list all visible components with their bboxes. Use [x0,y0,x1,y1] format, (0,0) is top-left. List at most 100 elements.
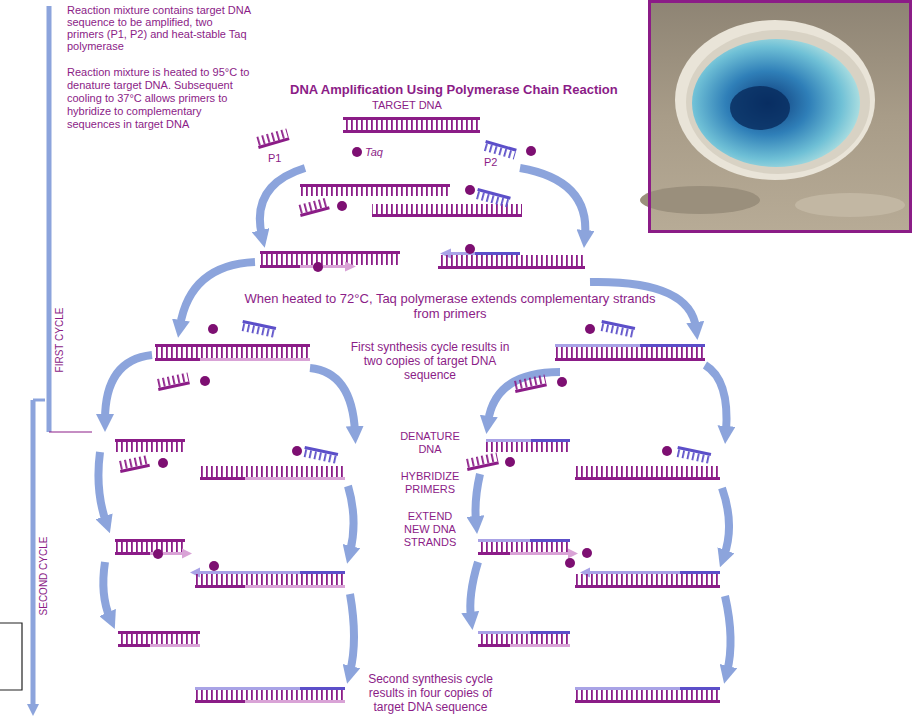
second-cycle-denatured-part [505,457,515,467]
first-cycle-copies-part [200,358,310,361]
first-cycle-copies-part [585,324,595,334]
second-cycle-copies-part [118,644,150,647]
second-cycle-extension-part [575,585,720,588]
second-cycle-extension-part [115,542,185,552]
flow-arrows-part [520,168,585,236]
second-cycle-denatured-part [115,442,185,452]
first-cycle-copies [155,320,705,393]
second-cycle-copies-part [195,700,245,703]
denatured-dna-part [465,185,475,195]
second-cycle-extension-part [680,571,720,574]
cycle-arrows-part [0,623,22,690]
step-note: Reaction mixture is heated to 95°C to de… [67,66,252,131]
denatured-dna-part [372,214,522,217]
second-cycle-copies-part [510,644,570,647]
second-cycle-copies-part [530,631,570,634]
second-cycle-extension-part [478,542,570,552]
flow-arrows [98,168,730,672]
second-cycle-denatured-part [115,439,185,442]
second-cycle-copies-part [195,690,345,700]
primer-label: P2 [484,156,508,169]
second-cycle-denatured-part [200,477,245,480]
extension-step-part [465,244,475,254]
second-cycle-denatured-part [158,458,168,468]
second-cycle-extension-part [195,574,345,585]
first-cycle-copies-part-part [241,323,276,338]
second-cycle-extension-part [200,571,300,574]
denatured-dna-part [475,188,511,207]
second-cycle-denatured-part [200,466,345,477]
second-cycle-copies-part [118,634,200,644]
denatured-dna-part [300,187,450,196]
result-note: First synthesis cycle results in two cop… [340,340,520,382]
second-cycle-extension-part [582,548,592,558]
second-cycle-extension-part [115,539,185,542]
denatured-dna-part [337,201,347,211]
first-cycle-copies-part-part [513,375,546,390]
second-cycle-denatured-part [245,477,345,480]
flow-arrows-part [470,562,478,618]
second-cycle-extension-part [510,552,568,555]
extension-step-part [313,262,323,272]
flow-arrows-part [98,452,106,522]
extension-step-part [260,251,400,254]
second-cycle-extension-part [530,539,570,542]
flow-arrows-part [722,488,729,556]
target-dna-part [343,130,480,133]
first-cycle-copies-part [640,344,705,347]
second-cycle-denatured-part-part [303,449,338,464]
second-cycle-denatured-part [575,477,720,480]
second-cycle-copies-part [300,687,345,690]
flow-arrows-part [103,562,110,618]
extension-step-part [475,252,520,255]
target-dna-part-part [256,129,289,146]
second-cycle-extension-part [182,549,192,559]
second-cycle-denatured-part [303,446,339,464]
second-cycle-extension-part [575,574,720,585]
denatured-dna [298,184,522,217]
second-cycle-copies-part [195,687,300,690]
second-cycle-denatured-part [118,455,150,473]
second-cycle-extension-part [153,549,163,559]
second-cycle-denatured-part [486,442,570,452]
first-cycle-copies-part [155,358,200,361]
second-cycle-copies-part [575,700,720,703]
diagram-title: DNA Amplification Using Polymerase Chain… [290,82,646,98]
hot-spring-photo-part [650,2,911,232]
second-cycle-denatured-part-part [465,453,498,468]
second-cycle-extension-part [568,549,578,559]
denatured-dna-part [372,204,522,214]
target-dna-part [526,146,536,156]
hot-spring-photo-part [795,193,905,217]
first-cycle-copies-part [156,373,190,391]
cycle-arrows-part [47,6,52,432]
first-cycle-copies-part [557,377,567,387]
second-cycle-copies-part [478,644,510,647]
second-cycle-extension-part [478,552,510,555]
second-cycle-denatured-part [662,446,672,456]
cycle-label: SECOND CYCLE [38,537,50,616]
flow-arrows-part [476,474,481,522]
hot-spring-photo [640,2,911,232]
extension-step-part [260,254,400,265]
flow-arrows-part [260,168,305,236]
flow-arrows-part [348,486,354,552]
hot-spring-photo-part [686,30,870,174]
second-cycle-copies-part [478,631,530,634]
extension-step-part [260,265,300,268]
denatured-dna-part [298,198,330,217]
second-cycle-copies-part [680,687,720,690]
second-cycle-denatured-part [531,439,570,442]
target-dna-part [256,129,290,149]
second-cycle-copies-part [575,690,720,700]
second-cycle-copies-part [478,634,570,644]
second-cycle-extension-part [300,571,345,574]
first-cycle-copies-part-part [600,323,635,338]
denatured-dna-part-part [475,191,510,208]
second-cycle-copies-part [575,687,680,690]
flow-arrows-part [488,372,560,422]
target-dna-part [343,120,480,130]
first-cycle-copies-part-part [156,373,189,388]
flow-arrows-part [310,368,355,432]
